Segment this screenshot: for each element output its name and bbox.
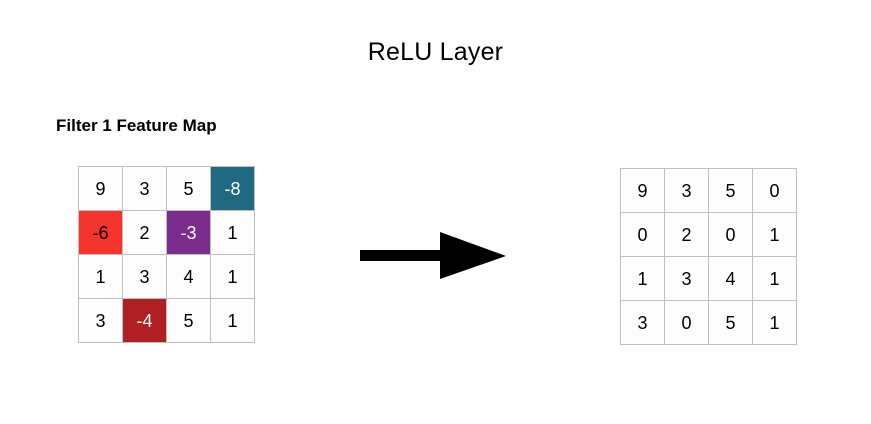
matrix-cell: 9	[79, 167, 122, 210]
matrix-cell: 0	[709, 213, 752, 256]
right-arrow-icon	[358, 228, 510, 283]
matrix-cell: 1	[79, 255, 122, 298]
matrix-cell: -3	[167, 211, 210, 254]
matrix-cell: 1	[621, 257, 664, 300]
matrix-cell: 0	[621, 213, 664, 256]
matrix-cell: 5	[709, 169, 752, 212]
matrix-cell: 1	[753, 257, 796, 300]
matrix-cell: -8	[211, 167, 254, 210]
matrix-cell: 0	[665, 301, 708, 344]
matrix-cell: 3	[123, 255, 166, 298]
matrix-cell: 2	[123, 211, 166, 254]
matrix-cell: 5	[167, 167, 210, 210]
matrix-cell: 9	[621, 169, 664, 212]
matrix-cell: 5	[709, 301, 752, 344]
matrix-cell: 4	[167, 255, 210, 298]
matrix-cell: 0	[753, 169, 796, 212]
matrix-cell: 3	[79, 299, 122, 342]
matrix-cell: 3	[123, 167, 166, 210]
matrix-cell: -4	[123, 299, 166, 342]
matrix-cell: 4	[709, 257, 752, 300]
matrix-cell: 1	[753, 213, 796, 256]
page-title: ReLU Layer	[367, 38, 504, 66]
matrix-cell: 1	[753, 301, 796, 344]
matrix-cell: 1	[211, 211, 254, 254]
matrix-cell: 5	[167, 299, 210, 342]
matrix-cell: 1	[211, 299, 254, 342]
matrix-cell: 3	[665, 169, 708, 212]
matrix-cell: 2	[665, 213, 708, 256]
matrix-cell: 1	[211, 255, 254, 298]
feature-map-heading: Filter 1 Feature Map	[56, 116, 217, 135]
matrix-cell: -6	[79, 211, 122, 254]
matrix-cell: 3	[621, 301, 664, 344]
matrix-cell: 3	[665, 257, 708, 300]
